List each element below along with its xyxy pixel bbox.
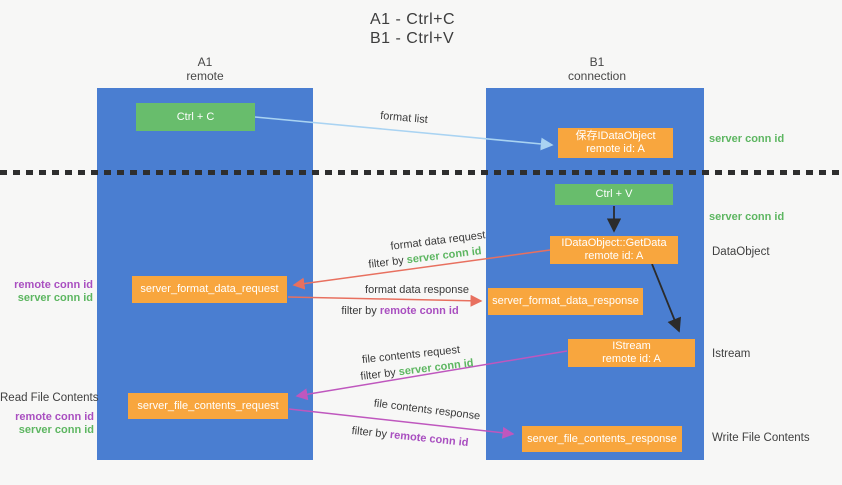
node-save-idataobject-line2: remote id: A: [586, 143, 645, 155]
label-format-data-response: format data response: [365, 284, 469, 296]
node-server-format-data-request: server_format_data_request: [132, 276, 287, 303]
title-line-2: B1 - Ctrl+V: [370, 30, 455, 47]
node-server-format-data-response: server_format_data_response: [488, 288, 643, 315]
remote-conn-id-text: remote conn id: [389, 428, 469, 450]
node-ctrl-c: Ctrl + C: [136, 103, 255, 131]
arrow-format-data-response: [287, 294, 483, 307]
annotation-server-conn-id-lower: server conn id: [18, 424, 94, 436]
label-filter-by-server-conn-id-1: filter by server conn id: [368, 245, 482, 271]
column-b1-name: connection: [567, 69, 627, 83]
node-ctrl-v: Ctrl + V: [555, 184, 673, 205]
column-a1-name: remote: [186, 69, 224, 83]
annotation-dataobject: DataObject: [712, 246, 770, 258]
annotation-server-conn-id-mid: server conn id: [709, 211, 785, 223]
label-file-contents-response: file contents response: [373, 397, 481, 423]
node-save-idataobject: 保存IDataObject remote id: A: [558, 128, 673, 158]
node-format-request-label: server_format_data_request: [140, 283, 279, 295]
node-file-request-label: server_file_contents_request: [137, 399, 279, 412]
node-save-idataobject-line1: 保存IDataObject: [575, 130, 656, 142]
node-server-file-contents-response: server_file_contents_response: [522, 426, 682, 452]
annotation-server-conn-id-upper: server conn id: [17, 292, 93, 304]
label-format-list: format list: [379, 109, 429, 127]
annotation-remote-conn-id-upper: remote conn id: [14, 279, 93, 291]
filter-by-text: filter by: [351, 424, 388, 441]
diagram-title: A1 - Ctrl+C B1 - Ctrl+V: [370, 10, 455, 48]
column-header-b1: B1 connection: [537, 55, 657, 83]
annotation-istream: Istream: [712, 348, 751, 360]
node-istream-line1: IStream: [612, 340, 651, 352]
annotation-server-conn-id-top: server conn id: [709, 133, 785, 145]
annotation-write-file-contents: Write File Contents: [712, 432, 810, 444]
label-filter-by-remote-conn-id-2: filter by remote conn id: [351, 425, 469, 449]
filter-by-text: filter by: [341, 305, 377, 317]
node-getdata-line1: IDataObject::GetData: [561, 237, 667, 249]
phase-separator-dashed-line: [0, 170, 842, 175]
node-format-response-label: server_format_data_response: [492, 295, 639, 307]
column-header-a1: A1 remote: [145, 55, 265, 83]
annotation-read-file-contents: Read File Contents: [0, 392, 99, 404]
label-filter-by-remote-conn-id-1: filter by remote conn id: [341, 305, 458, 317]
column-a1-id: A1: [197, 55, 213, 69]
remote-conn-id-text: remote conn id: [379, 305, 459, 317]
node-getdata-line2: remote id: A: [584, 250, 644, 262]
column-b1-id: B1: [589, 55, 605, 69]
title-line-1: A1 - Ctrl+C: [370, 11, 456, 28]
annotation-conn-ids-lower: remote conn id server conn id: [0, 411, 94, 437]
node-ctrl-v-label: Ctrl + V: [595, 188, 633, 200]
node-idataobject-getdata: IDataObject::GetData remote id: A: [550, 236, 678, 264]
node-server-file-contents-request: server_file_contents_request: [128, 393, 288, 419]
filter-by-text: filter by: [359, 366, 397, 383]
node-istream: IStream remote id: A: [568, 339, 695, 367]
filter-by-text: filter by: [367, 254, 405, 271]
annotation-conn-ids-upper: remote conn id server conn id: [0, 279, 93, 305]
node-ctrl-c-label: Ctrl + C: [176, 110, 215, 123]
node-file-response-label: server_file_contents_response: [527, 432, 677, 445]
node-istream-line2: remote id: A: [602, 353, 661, 365]
annotation-remote-conn-id-lower: remote conn id: [15, 411, 94, 423]
